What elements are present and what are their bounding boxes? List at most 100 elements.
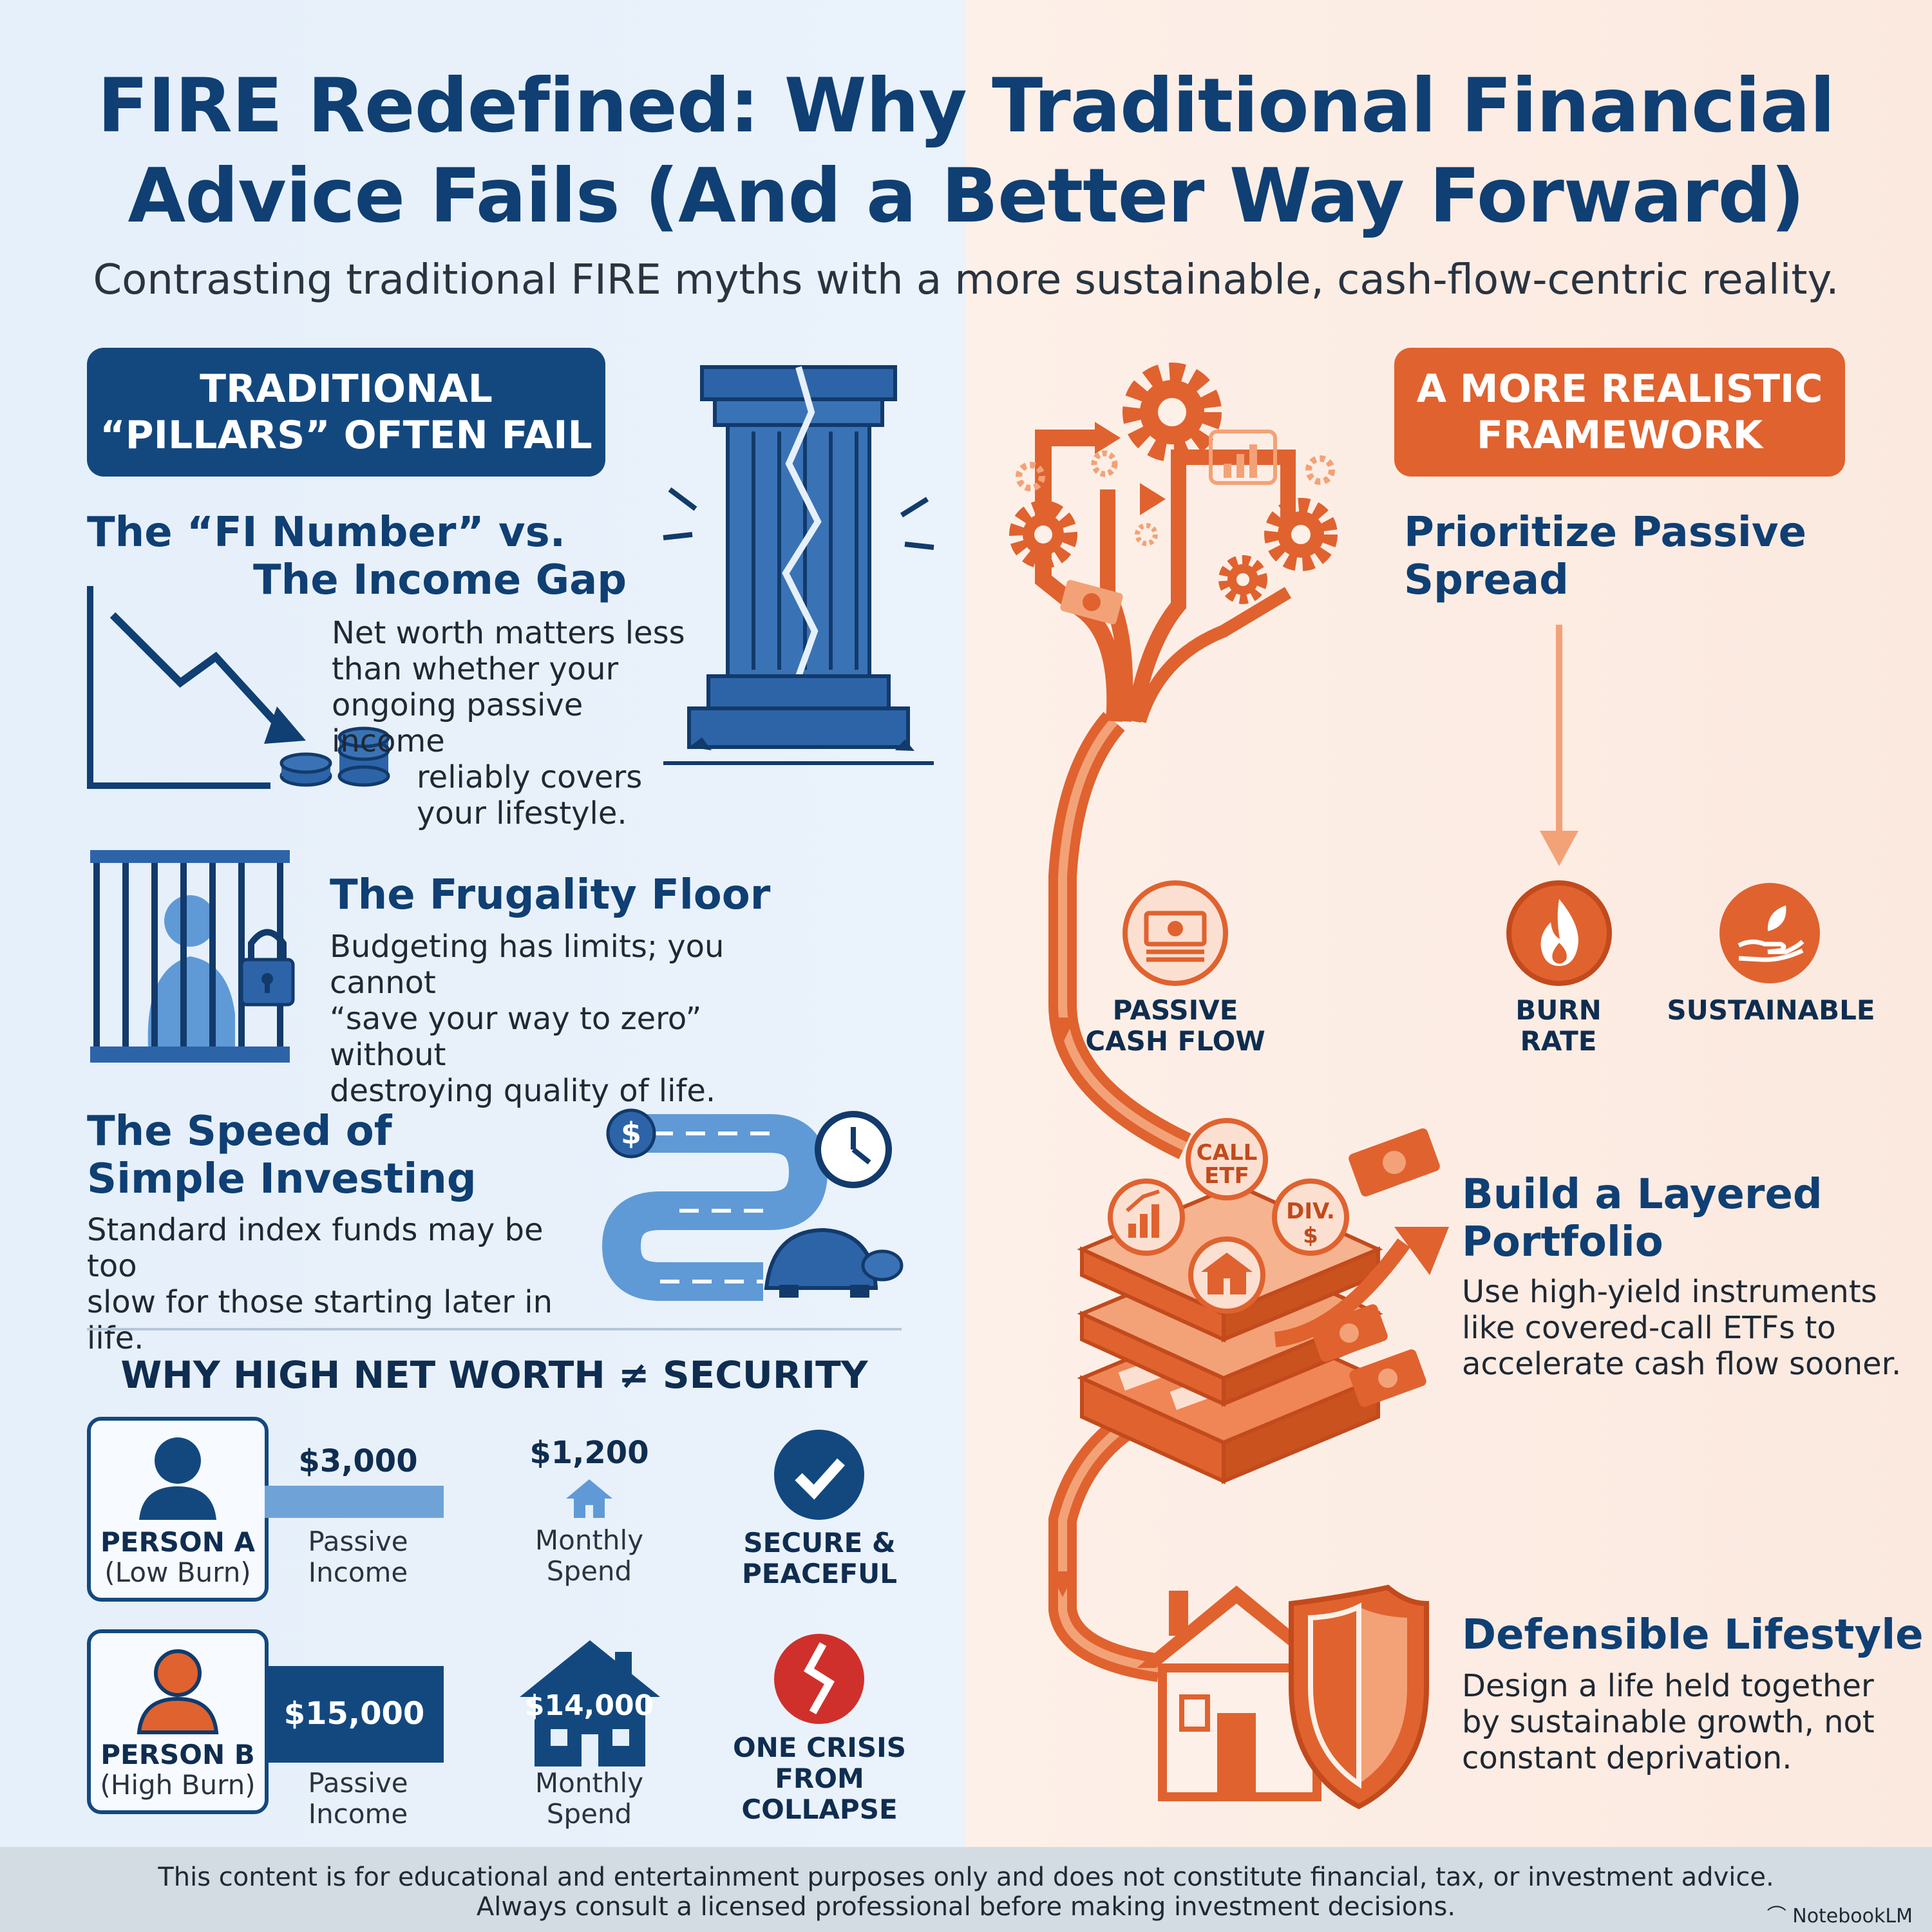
fi-body-line-5: your lifestyle.	[417, 795, 627, 831]
person-b-passive-label-2: Income	[308, 1798, 408, 1830]
person-a-spend-label: Monthly Spend	[496, 1525, 683, 1587]
person-b-spend-label-2: Spend	[546, 1798, 632, 1830]
prioritize-heading-line-1: Prioritize Passive	[1404, 509, 1806, 556]
layered-body-line-1: Use high-yield instruments	[1462, 1274, 1877, 1310]
person-b-avatar-icon	[137, 1649, 219, 1734]
fi-body-line-2: than whether your	[332, 651, 619, 687]
fi-number-heading: The “FI Number” vs. The Income Gap	[87, 509, 667, 604]
fi-body-line-4: reliably covers	[417, 759, 643, 795]
passive-cash-flow-icon	[1122, 880, 1228, 986]
speed-body-line-2: slow for those starting later in life.	[87, 1284, 553, 1356]
defensible-body-line-2: by sustainable growth, not	[1462, 1704, 1875, 1740]
jailed-person-icon	[90, 850, 295, 1063]
right-banner-line-1: A MORE REALISTIC	[1416, 366, 1823, 412]
sustainable-hand-leaf-icon	[1719, 883, 1820, 983]
title-line-1: FIRE Redefined: Why Traditional Financia…	[97, 62, 1835, 149]
person-a-name: PERSON A	[100, 1526, 256, 1558]
defensible-body: Design a life held together by sustainab…	[1462, 1668, 1913, 1776]
declining-chart-icon	[87, 586, 390, 789]
fi-body-line-3: ongoing passive income	[332, 687, 583, 759]
passive-cash-flow-label-2: CASH FLOW	[1085, 1025, 1265, 1057]
page-title: FIRE Redefined: Why Traditional Financia…	[0, 61, 1932, 242]
person-b-status-1: ONE CRISIS	[732, 1732, 907, 1763]
broken-heart-crisis-icon	[774, 1634, 864, 1724]
burn-rate-label: BURN RATE	[1475, 995, 1642, 1057]
speed-body-line-1: Standard index funds may be too	[87, 1212, 544, 1284]
chip-call-etf-label: CALL ETF	[1188, 1141, 1265, 1188]
right-banner-line-2: FRAMEWORK	[1476, 413, 1763, 458]
brand-name: NotebookLM	[1792, 1905, 1913, 1927]
layered-heading: Build a Layered Portfolio	[1462, 1171, 1913, 1266]
person-b-passive-label: Passive Income	[265, 1768, 451, 1830]
fi-body-line-1: Net worth matters less	[332, 615, 685, 651]
person-a-status-1: SECURE &	[743, 1527, 896, 1558]
person-b-passive-value: $15,000	[283, 1696, 425, 1732]
fi-heading-line-1: The “FI Number” vs.	[87, 509, 566, 556]
chip-call-etf-line-1: CALL	[1196, 1140, 1258, 1166]
layered-body: Use high-yield instruments like covered-…	[1462, 1274, 1913, 1382]
fi-heading-line-2: The Income Gap	[253, 556, 627, 604]
layered-body-line-2: like covered-call ETFs to	[1462, 1310, 1836, 1346]
down-arrow-icon	[1540, 625, 1578, 866]
person-b-card: PERSON B (High Burn)	[87, 1629, 269, 1814]
person-a-passive-label-2: Income	[308, 1557, 408, 1588]
page-subtitle: Contrasting traditional FIRE myths with …	[93, 256, 1839, 304]
chip-dividend-label: DIV. $	[1272, 1199, 1349, 1248]
person-b-passive-label-1: Passive	[308, 1767, 408, 1799]
left-divider	[87, 1328, 902, 1331]
svg-text:$: $	[621, 1116, 641, 1151]
networth-heading: WHY HIGH NET WORTH ≠ SECURITY	[120, 1353, 868, 1397]
chip-dividend-line-2: $	[1303, 1223, 1318, 1249]
person-a-spend-value: $1,200	[529, 1435, 649, 1471]
person-b-spend-label: Monthly Spend	[496, 1768, 683, 1830]
broken-pillar-icon	[663, 365, 934, 765]
person-a-status-2: PEACEFUL	[741, 1558, 898, 1589]
person-a-spend-label-1: Monthly	[535, 1524, 644, 1556]
checkmark-icon	[774, 1430, 864, 1520]
speed-body: Standard index funds may be too slow for…	[87, 1212, 602, 1356]
person-a-passive-value: $3,000	[298, 1443, 418, 1479]
defensible-heading: Defensible Lifestyle	[1462, 1611, 1924, 1659]
sustainable-label: SUSTAINABLE	[1667, 994, 1875, 1026]
banner-line-1: TRADITIONAL	[200, 366, 493, 412]
large-house-icon	[520, 1640, 660, 1766]
person-b-name: PERSON B	[100, 1739, 255, 1770]
speed-heading: The Speed of Simple Investing	[87, 1108, 538, 1203]
burn-rate-label-2: RATE	[1520, 1025, 1597, 1057]
brand-icon: ⌒	[1766, 1905, 1793, 1927]
frugality-body: Budgeting has limits; you cannot “save y…	[330, 929, 819, 1109]
frugality-heading: The Frugality Floor	[330, 871, 771, 919]
defensible-body-line-1: Design a life held together	[1462, 1668, 1874, 1704]
burn-rate-flame-icon	[1506, 880, 1612, 986]
disclaimer-line-2: Always consult a licensed professional b…	[476, 1892, 1456, 1922]
house-shield-icon	[1137, 1584, 1429, 1810]
prioritize-heading-line-2: Spread	[1404, 556, 1569, 604]
layered-heading-line-1: Build a Layered	[1462, 1171, 1823, 1218]
person-a-passive-label-1: Passive	[308, 1526, 408, 1557]
layered-body-line-3: accelerate cash flow sooner.	[1462, 1346, 1902, 1382]
person-a-card: PERSON A (Low Burn)	[87, 1417, 269, 1602]
passive-cash-flow-label-1: PASSIVE	[1112, 994, 1238, 1026]
cash-flow-pipes-icon	[1009, 363, 1338, 1682]
frugality-body-line-1: Budgeting has limits; you cannot	[330, 929, 724, 1001]
person-b-status-2: FROM	[775, 1763, 864, 1794]
person-b-spend-label-1: Monthly	[535, 1767, 644, 1799]
frugality-body-line-2: “save your way to zero” without	[330, 1001, 702, 1073]
person-b-sub: (High Burn)	[100, 1769, 256, 1801]
person-b-spend-value: $14,000	[524, 1689, 654, 1722]
footer-bar	[0, 1847, 1932, 1932]
layered-portfolio-icon	[1077, 1118, 1449, 1484]
person-b-status-3: COLLAPSE	[741, 1794, 898, 1825]
brand-logo: ⌒ NotebookLM	[1767, 1900, 1913, 1928]
person-a-income-bar	[265, 1486, 444, 1518]
banner-line-2: “PILLARS” OFTEN FAIL	[100, 413, 592, 458]
chip-call-etf-line-2: ETF	[1204, 1163, 1249, 1189]
person-b-status: ONE CRISIS FROM COLLAPSE	[728, 1732, 911, 1825]
speed-heading-line-1: The Speed of	[87, 1108, 392, 1155]
person-a-avatar-icon	[139, 1437, 216, 1520]
burn-rate-label-1: BURN	[1515, 994, 1602, 1026]
traditional-pillars-banner: TRADITIONAL “PILLARS” OFTEN FAIL	[87, 348, 605, 477]
person-a-passive-label: Passive Income	[265, 1526, 451, 1588]
realistic-framework-banner: A MORE REALISTIC FRAMEWORK	[1394, 348, 1845, 477]
